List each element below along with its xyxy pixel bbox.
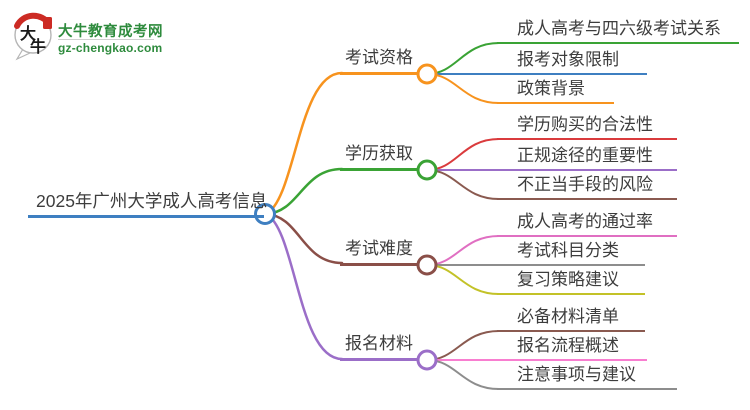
- daniu-bubble-icon: 大 牛: [14, 12, 52, 61]
- leaf-node[interactable]: 学历购买的合法性: [497, 112, 677, 140]
- root-collapse-handle[interactable]: [254, 203, 276, 225]
- connector-curve: [426, 42, 500, 75]
- connector-curve: [426, 264, 500, 295]
- branch-node-exam-eligibility[interactable]: 考试资格: [340, 46, 418, 75]
- leaf-node[interactable]: 注意事项与建议: [497, 362, 677, 390]
- leaf-node[interactable]: 正规途径的重要性: [497, 143, 677, 171]
- connector-curve: [264, 212, 344, 361]
- leaf-node[interactable]: 考试科目分类: [497, 238, 645, 266]
- leaf-node[interactable]: 必备材料清单: [497, 304, 645, 332]
- seal-stamp-icon: [43, 17, 52, 29]
- connector-curve: [426, 330, 500, 361]
- icon-char-bottom: 牛: [30, 37, 46, 56]
- leaf-node[interactable]: 成人高考与四六级考试关系: [497, 16, 739, 44]
- connector-curve: [426, 138, 500, 171]
- leaf-node[interactable]: 报名流程概述: [497, 333, 647, 361]
- site-logo[interactable]: 大 牛 大牛教育成考网 gz-chengkao.com: [12, 12, 182, 64]
- root-connectors: [264, 71, 344, 361]
- connector-curve: [264, 71, 344, 216]
- logo-divider: [58, 39, 154, 40]
- branch-collapse-handle[interactable]: [416, 159, 438, 181]
- leaf-node[interactable]: 政策背景: [497, 76, 614, 104]
- branch-collapse-handle[interactable]: [416, 349, 438, 371]
- connector-curve: [426, 169, 500, 200]
- branch-collapse-handle[interactable]: [416, 63, 438, 85]
- collapse-handles: [254, 63, 438, 371]
- connector-curve: [264, 167, 344, 216]
- leaf-node[interactable]: 复习策略建议: [497, 267, 645, 295]
- branch-node-application-materials[interactable]: 报名材料: [340, 332, 418, 361]
- connector-curve: [264, 212, 344, 265]
- leaf-node[interactable]: 成人高考的通过率: [497, 209, 677, 237]
- leaf-node[interactable]: 不正当手段的风险: [497, 172, 677, 200]
- logo-title: 大牛教育成考网: [58, 24, 163, 40]
- branch-node-exam-difficulty[interactable]: 考试难度: [340, 237, 418, 266]
- connector-curve: [426, 235, 500, 266]
- connector-curve: [426, 359, 500, 390]
- branch-collapse-handle[interactable]: [416, 254, 438, 276]
- leaf-connectors: [426, 42, 500, 390]
- logo-subtitle: gz-chengkao.com: [58, 41, 163, 55]
- branch-node-diploma-acquisition[interactable]: 学历获取: [340, 142, 418, 171]
- connector-curve: [426, 73, 500, 104]
- root-node[interactable]: 2025年广州大学成人高考信息: [28, 188, 267, 218]
- leaf-node[interactable]: 报考对象限制: [497, 47, 647, 75]
- icon-char-top: 大: [20, 24, 36, 43]
